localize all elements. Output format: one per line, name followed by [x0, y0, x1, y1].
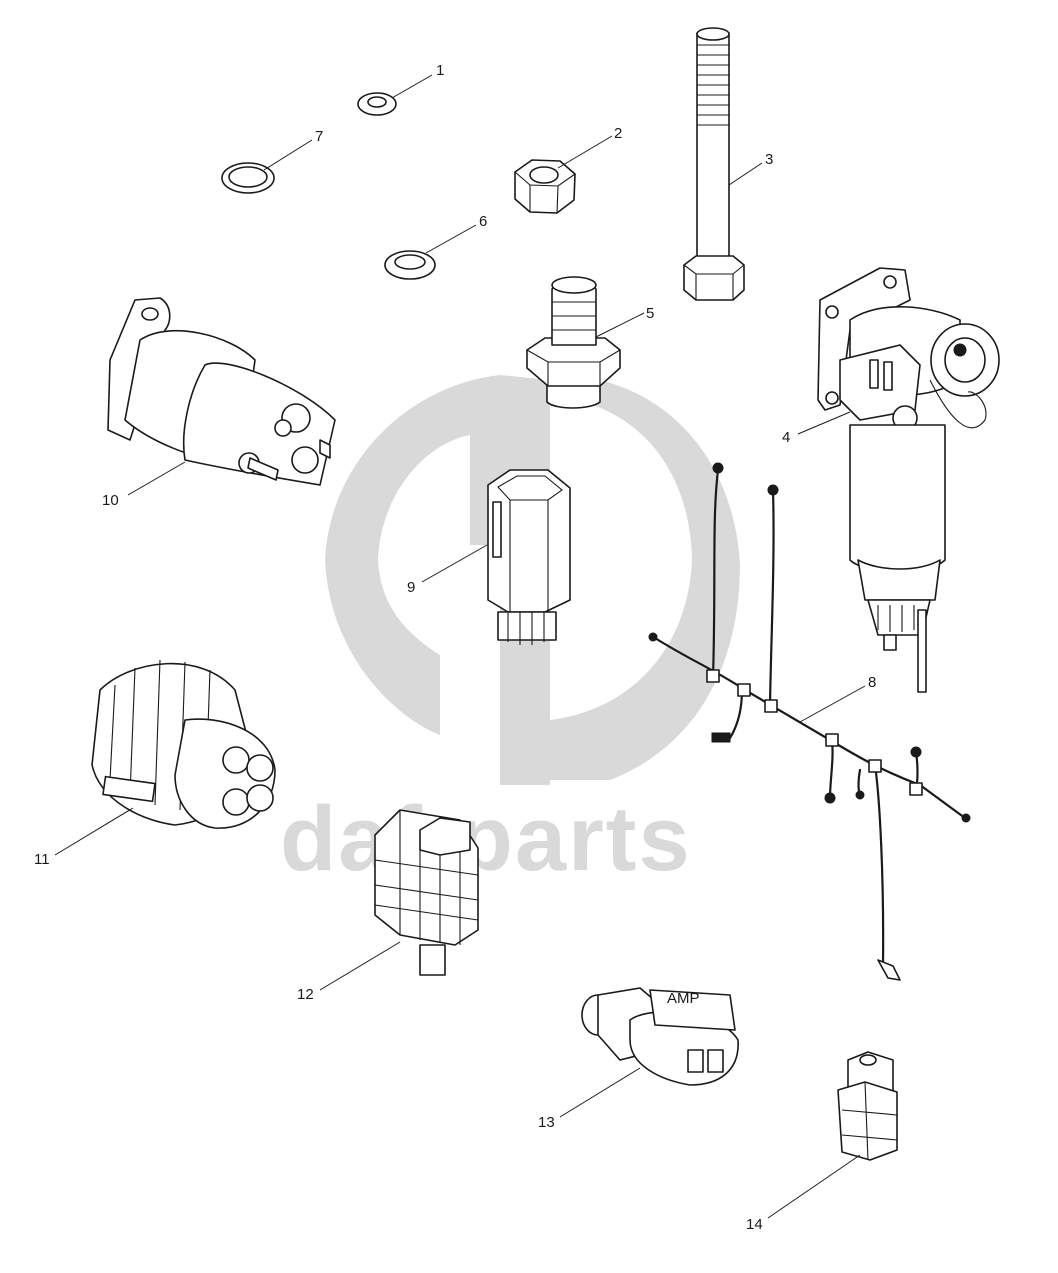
callout-9: 9 [407, 579, 415, 596]
leader-2 [557, 135, 613, 169]
part-2-hex-nut [514, 159, 576, 214]
callout-10: 10 [102, 492, 119, 509]
callout-8: 8 [868, 674, 876, 691]
callout-14: 14 [746, 1216, 763, 1233]
callout-1: 1 [436, 62, 444, 79]
leader-6 [425, 224, 477, 254]
leader-8 [799, 685, 866, 723]
leader-3 [728, 162, 763, 186]
part-11-round-connector [91, 659, 276, 829]
part-9-connector-housing [487, 469, 571, 645]
callout-numbers: 1 2 3 4 5 6 7 8 9 10 11 12 13 14 [34, 62, 876, 1233]
part-14-small-connector [837, 1051, 898, 1161]
leader-14 [767, 1154, 861, 1219]
part-12-multi-pin-connector [374, 809, 479, 976]
leader-13 [559, 1067, 641, 1118]
watermark-logo-left [325, 375, 550, 735]
leader-4 [797, 411, 851, 435]
callout-12: 12 [297, 986, 314, 1003]
part-8-wiring-harness [648, 462, 971, 981]
callout-2: 2 [614, 125, 622, 142]
callout-3: 3 [765, 151, 773, 168]
part-3-hex-bolt [683, 27, 745, 301]
callout-11: 11 [34, 851, 50, 868]
watermark-logo-right [550, 380, 740, 780]
amp-marking: AMP [667, 990, 700, 1007]
part-6-spring-washer [384, 250, 436, 280]
part-5-hose-connector [526, 276, 621, 409]
leader-7 [263, 139, 313, 171]
watermark-text: daf-parts [280, 788, 692, 890]
callout-7: 7 [315, 128, 323, 145]
leader-9 [421, 544, 488, 583]
leader-10 [127, 461, 186, 496]
watermark: daf-parts [280, 375, 740, 890]
callout-4: 4 [782, 429, 790, 446]
callout-5: 5 [646, 305, 654, 322]
leader-5 [595, 312, 645, 338]
part-4-fuel-filter [817, 267, 1000, 693]
leader-1 [391, 74, 433, 99]
part-10-solenoid [107, 297, 336, 486]
part-7-sealing-ring [221, 162, 275, 194]
part-1-sealing-ring [357, 92, 397, 116]
callout-13: 13 [538, 1114, 555, 1131]
leader-lines [54, 74, 866, 1219]
leader-12 [319, 941, 401, 991]
part-13-amp-connector: AMP [581, 987, 739, 1086]
leader-11 [54, 807, 134, 856]
callout-6: 6 [479, 213, 487, 230]
